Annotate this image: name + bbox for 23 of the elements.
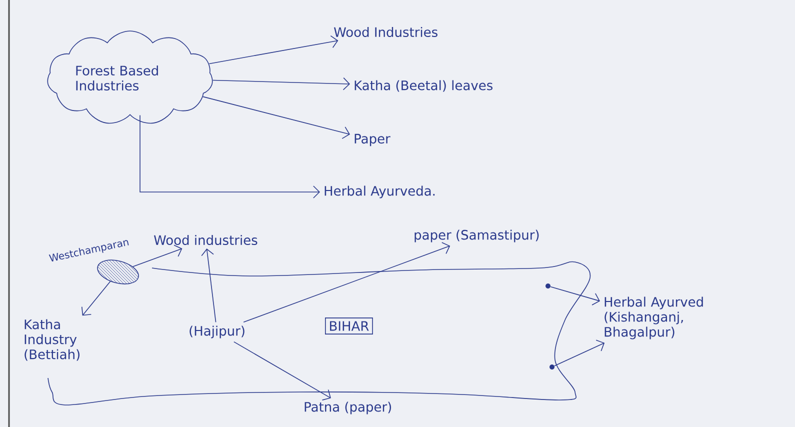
- node-label: Katha Industry (Bettiah): [24, 319, 80, 361]
- node-label: Katha (Beetal) leaves: [354, 80, 492, 92]
- node-label: Herbal Ayurved (Kishanganj, Bhagalpur): [604, 296, 703, 340]
- node-label: paper (Samastipur): [414, 230, 539, 242]
- hatched-region: [97, 260, 139, 284]
- arrow: [81, 281, 111, 316]
- node-label: Patna (paper): [304, 402, 392, 414]
- arrow: [208, 35, 338, 64]
- arrow: [201, 248, 216, 323]
- arrow: [243, 242, 450, 323]
- node-label: Herbal Ayurveda.: [324, 186, 435, 198]
- node-label: Wood Industries: [334, 26, 438, 38]
- node-label: Paper: [354, 134, 390, 146]
- arrow: [550, 286, 600, 306]
- arrow: [554, 340, 605, 366]
- node-label: (Hajipur): [190, 326, 244, 338]
- boxed-label: BIHAR: [325, 318, 373, 334]
- node-label: Wood industries: [154, 234, 258, 246]
- arrow: [202, 96, 350, 139]
- arrow: [212, 77, 350, 90]
- arrow: [140, 114, 320, 198]
- arrow: [234, 341, 331, 400]
- arrow: [132, 244, 182, 267]
